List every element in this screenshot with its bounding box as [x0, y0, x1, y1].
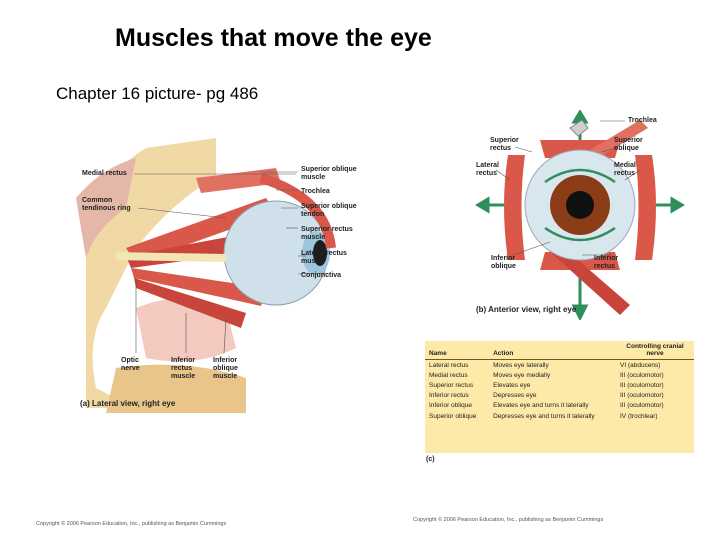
caption-anterior-view: (b) Anterior view, right eye	[476, 305, 577, 314]
label-trochlea-a: Trochlea	[301, 188, 330, 195]
cell-name: Superior rectus	[429, 381, 474, 389]
cell-action: Elevates eye and turns it laterally	[493, 402, 589, 410]
cell-name: Medial rectus	[429, 371, 468, 379]
label-superior-oblique-tendon: Superior oblique tendon	[301, 203, 357, 218]
table-row: Inferior oblique Elevates eye and turns …	[425, 401, 694, 411]
label-superior-rectus-b: Superior rectus	[490, 137, 519, 152]
table-row: Superior oblique Depresses eye and turns…	[425, 411, 694, 421]
cell-nerve: VI (abducens)	[620, 361, 661, 369]
label-medial-rectus: Medial rectus	[82, 170, 127, 177]
label-superior-oblique-b: Superior oblique	[614, 137, 643, 152]
cell-name: Inferior rectus	[429, 392, 469, 400]
table-row: Superior rectus Elevates eye III (oculom…	[425, 380, 694, 390]
cell-action: Moves eye medially	[493, 371, 551, 379]
cell-nerve: IV (trochlear)	[620, 412, 658, 420]
cell-action: Elevates eye	[493, 381, 531, 389]
label-medial-rectus-b: Medial rectus	[614, 162, 636, 177]
table-row: Inferior rectus Depresses eye III (oculo…	[425, 391, 694, 401]
table-row: Medial rectus Moves eye medially III (oc…	[425, 370, 694, 380]
eye-muscle-table: Name Action Controlling cranial nerve La…	[425, 341, 694, 453]
label-common-tendinous-ring: Common tendinous ring	[82, 197, 131, 212]
cell-nerve: III (oculomotor)	[620, 381, 664, 389]
cell-name: Inferior oblique	[429, 402, 472, 410]
caption-table: (c)	[426, 456, 435, 463]
label-optic-nerve: Optic nerve	[121, 357, 140, 372]
cell-nerve: III (oculomotor)	[620, 402, 664, 410]
label-lateral-rectus-muscle: Lateral rectus muscle	[301, 250, 347, 265]
table-row: Lateral rectus Moves eye laterally VI (a…	[425, 360, 694, 371]
cell-name: Superior oblique	[429, 412, 477, 420]
copyright-left: Copyright © 2006 Pearson Education, Inc.…	[36, 521, 227, 527]
label-inferior-oblique-muscle: Inferior oblique muscle	[213, 357, 238, 380]
cell-action: Moves eye laterally	[493, 361, 549, 369]
label-superior-rectus-muscle: Superior rectus muscle	[301, 226, 353, 241]
label-lateral-rectus-b: Lateral rectus	[476, 162, 499, 177]
lateral-view-illustration	[76, 138, 336, 413]
col-header-action: Action	[489, 341, 616, 360]
cell-nerve: III (oculomotor)	[620, 371, 664, 379]
cell-action: Depresses eye and turns it laterally	[493, 412, 595, 420]
label-trochlea-b: Trochlea	[628, 117, 657, 124]
caption-lateral-view: (a) Lateral view, right eye	[80, 399, 176, 408]
label-superior-oblique-muscle: Superior oblique muscle	[301, 166, 357, 181]
page-subtitle: Chapter 16 picture- pg 486	[56, 84, 259, 103]
col-header-nerve: Controlling cranial nerve	[616, 341, 694, 360]
cell-name: Lateral rectus	[429, 361, 469, 369]
copyright-right: Copyright © 2006 Pearson Education, Inc.…	[413, 517, 604, 523]
anterior-view-illustration	[475, 110, 685, 320]
label-inferior-rectus-muscle: Inferior rectus muscle	[171, 357, 196, 380]
page-title: Muscles that move the eye	[115, 24, 432, 52]
cell-action: Depresses eye	[493, 392, 537, 400]
label-inferior-oblique-b: Inferior oblique	[491, 255, 516, 270]
cell-nerve: III (oculomotor)	[620, 392, 664, 400]
label-inferior-rectus-b: Inferior rectus	[594, 255, 619, 270]
label-conjunctiva: Conjunctiva	[301, 272, 342, 279]
col-header-name: Name	[425, 341, 490, 360]
